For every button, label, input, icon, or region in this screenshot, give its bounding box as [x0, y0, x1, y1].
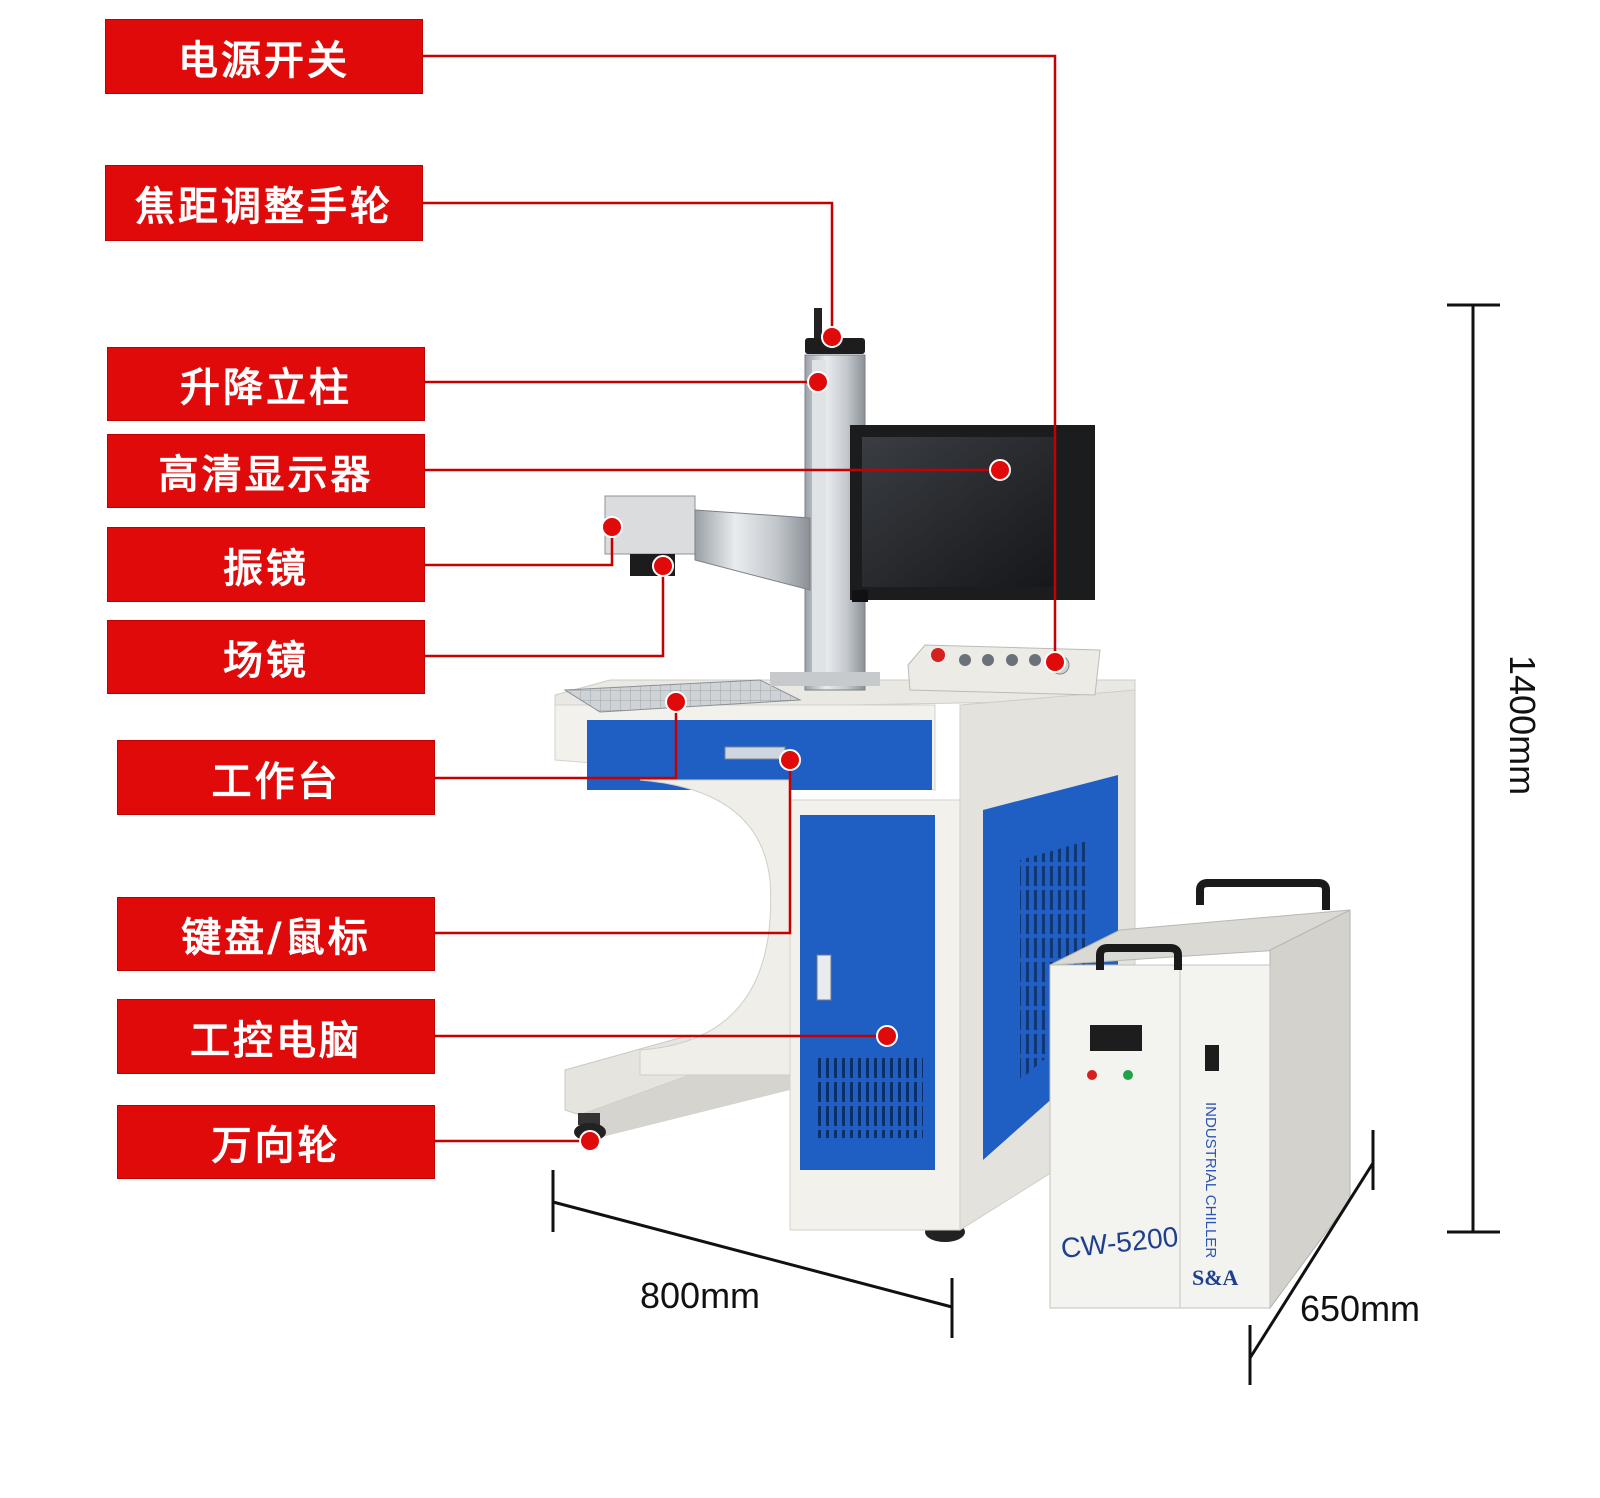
dimension-lines: [551, 303, 1500, 1385]
chiller-power-switch: [1205, 1045, 1219, 1071]
laser-head: [604, 495, 811, 591]
dot-focus-wheel: [821, 326, 843, 348]
chiller-side-text: INDUSTRIAL CHILLER: [1202, 1102, 1219, 1258]
label-industrial-pc: 工控电脑: [118, 1000, 434, 1073]
leader-galvo: [424, 527, 614, 567]
label-worktable: 工作台: [118, 741, 434, 814]
dim-width-text: 800mm: [640, 1275, 761, 1316]
label-caster: 万向轮: [118, 1106, 434, 1178]
dim-width-line: [552, 1200, 953, 1309]
dot-worktable: [665, 691, 687, 713]
temperature-display: [1090, 1025, 1142, 1051]
label-lift-column: 升降立柱: [108, 348, 424, 420]
leader-focus-wheel: [422, 201, 834, 337]
dot-lift-column: [807, 371, 829, 393]
label-power-switch: 电源开关: [106, 20, 422, 93]
label-focus-wheel: 焦距调整手轮: [106, 166, 422, 240]
leader-lines: [422, 54, 1057, 1143]
water-chiller: CW-5200 S&A INDUSTRIAL CHILLER: [1049, 879, 1351, 1310]
label-keyboard-mouse: 键盘/鼠标: [118, 898, 434, 970]
chiller-brand: S&A: [1192, 1265, 1239, 1290]
label-galvo: 振镜: [108, 528, 424, 601]
dot-field-lens: [652, 555, 674, 577]
control-panel: [907, 644, 1101, 696]
dim-depth-line: [1248, 1162, 1375, 1359]
cabinet: [554, 679, 1136, 1231]
dot-power-switch: [1044, 651, 1066, 673]
leader-field-lens: [424, 566, 665, 658]
leader-dots: [579, 326, 1066, 1152]
leader-power-switch: [422, 54, 1057, 662]
dim-depth-text: 650mm: [1300, 1288, 1421, 1329]
dot-keyboard-mouse: [779, 749, 801, 771]
dot-industrial-pc: [876, 1025, 898, 1047]
dot-hd-monitor: [989, 459, 1011, 481]
leader-worktable: [434, 702, 678, 780]
dim-height-text: 1400mm: [1502, 655, 1543, 796]
dot-caster: [579, 1130, 601, 1152]
leader-keyboard-mouse: [434, 760, 792, 935]
monitor: [850, 425, 1095, 602]
label-field-lens: 场镜: [108, 621, 424, 693]
label-hd-monitor: 高清显示器: [108, 435, 424, 507]
dot-galvo: [601, 516, 623, 538]
